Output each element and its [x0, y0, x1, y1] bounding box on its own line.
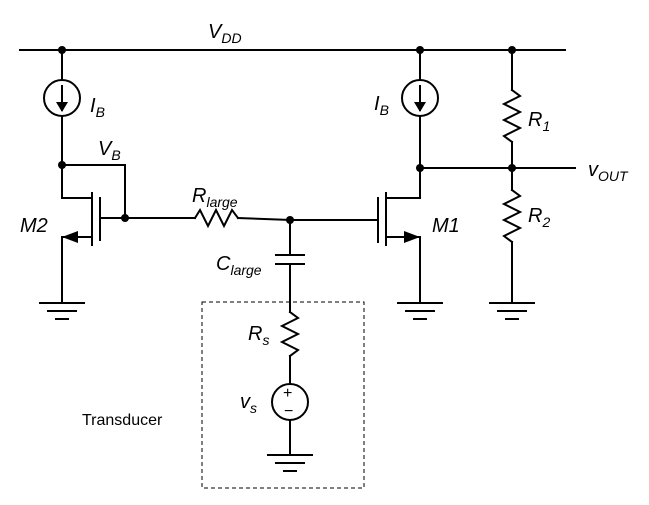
ground-m1 [397, 302, 443, 320]
resistor-r1 [501, 49, 523, 169]
resistor-rs [279, 310, 301, 358]
right-current-source [401, 49, 439, 169]
output-label: vOUT [588, 159, 629, 184]
vs-label: vs [240, 391, 257, 416]
transducer-label: Transducer [82, 412, 163, 429]
svg-text:−: − [284, 403, 293, 420]
left-current-label: IB [90, 95, 105, 120]
right-current-label: IB [374, 93, 389, 118]
transducer-box [201, 301, 365, 489]
resistor-r2 [501, 167, 523, 304]
c-large-label: Clarge [216, 253, 262, 278]
resistor-r-large [193, 207, 240, 229]
m1-label: M1 [432, 215, 460, 237]
ground-m2 [39, 302, 85, 320]
transistor-m1 [377, 167, 421, 304]
r1-label: R1 [528, 109, 550, 134]
svg-text:+: + [283, 385, 292, 402]
ground-vs [267, 454, 313, 472]
ground-r2 [489, 302, 535, 320]
r-large-label: Rlarge [192, 185, 238, 210]
capacitor-c-large [275, 219, 305, 313]
m2-label: M2 [20, 215, 48, 237]
vdd-label: VDD [208, 21, 242, 46]
rs-label: Rs [248, 323, 269, 348]
voltage-source-vs: + − [271, 383, 309, 456]
transistor-m2 [61, 164, 126, 304]
r2-label: R2 [528, 205, 550, 230]
left-current-source [43, 49, 81, 166]
bias-voltage-label: VB [98, 138, 121, 163]
